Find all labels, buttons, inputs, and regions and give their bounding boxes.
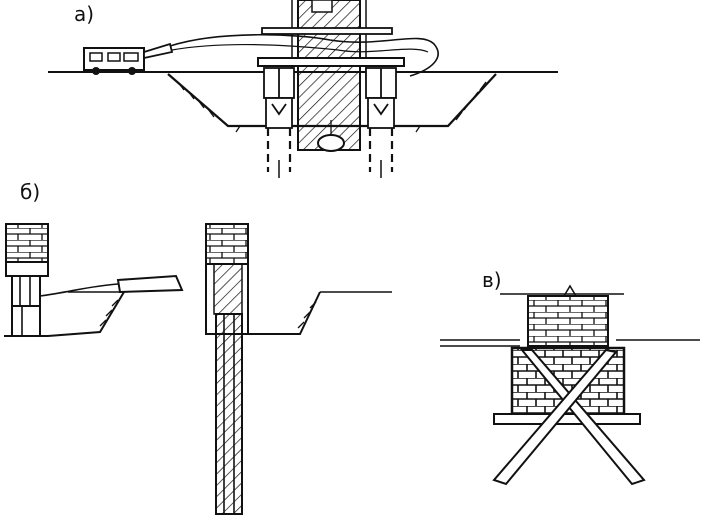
panel-b-left-drawing bbox=[4, 223, 184, 337]
panel-a-drawing bbox=[48, 0, 558, 178]
panel-b-middle-drawing bbox=[205, 223, 392, 515]
panel-c-label: в) bbox=[482, 268, 502, 292]
panel-a-label: а) bbox=[74, 2, 95, 26]
pump-truck bbox=[83, 42, 174, 75]
panel-c-drawing bbox=[440, 284, 700, 486]
panel-b-label: б) bbox=[20, 180, 41, 204]
